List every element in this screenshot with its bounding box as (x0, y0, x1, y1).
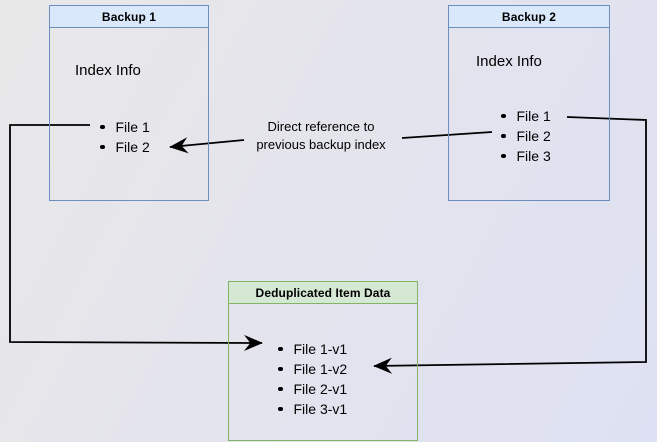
backup1-box[interactable]: Backup 1 Index Info File 1 File 2 (49, 5, 209, 201)
list-item: File 1-v1 (278, 339, 347, 359)
list-item: File 2-v1 (278, 379, 347, 399)
annotation-line1: Direct reference to (267, 119, 375, 134)
bullet-icon (100, 124, 105, 130)
bullet-icon (278, 406, 283, 412)
file-label: File 2-v1 (293, 381, 348, 397)
file-label: File 1 (115, 119, 150, 135)
backup2-file-list: File 1 File 2 File 3 (501, 106, 551, 166)
file-label: File 1-v1 (293, 341, 348, 357)
file-label: File 2 (516, 128, 551, 144)
list-item: File 1 (100, 117, 150, 137)
bullet-icon (278, 366, 283, 372)
list-item: File 3-v1 (278, 399, 347, 419)
bullet-icon (278, 346, 283, 352)
file-label: File 1-v2 (293, 361, 348, 377)
bullet-icon (501, 133, 506, 139)
list-item: File 3 (501, 146, 551, 166)
list-item: File 2 (501, 126, 551, 146)
bullet-icon (278, 386, 283, 392)
bullet-icon (100, 144, 105, 150)
file-label: File 1 (516, 108, 551, 124)
backup2-title: Backup 2 (501, 9, 557, 24)
backup2-index-info-label: Index Info (476, 53, 542, 70)
file-label: File 3 (516, 148, 551, 164)
backup1-index-info-label: Index Info (75, 62, 141, 79)
file-label: File 3-v1 (293, 401, 348, 417)
annotation-line2: previous backup index (256, 137, 386, 152)
dedup-header[interactable]: Deduplicated Item Data (229, 282, 417, 304)
backup1-title: Backup 1 (101, 9, 157, 24)
list-item: File 2 (100, 137, 150, 157)
list-item: File 1-v2 (278, 359, 347, 379)
file-label: File 2 (115, 139, 150, 155)
backup2-header[interactable]: Backup 2 (449, 6, 609, 28)
direct-reference-annotation: Direct reference to previous backup inde… (232, 118, 410, 154)
backup1-file-list: File 1 File 2 (100, 117, 150, 157)
dedup-title: Deduplicated Item Data (255, 285, 391, 300)
bullet-icon (501, 113, 506, 119)
backup1-header[interactable]: Backup 1 (50, 6, 208, 28)
list-item: File 1 (501, 106, 551, 126)
backup2-box[interactable]: Backup 2 Index Info File 1 File 2 File 3 (448, 5, 610, 201)
bullet-icon (501, 153, 506, 159)
